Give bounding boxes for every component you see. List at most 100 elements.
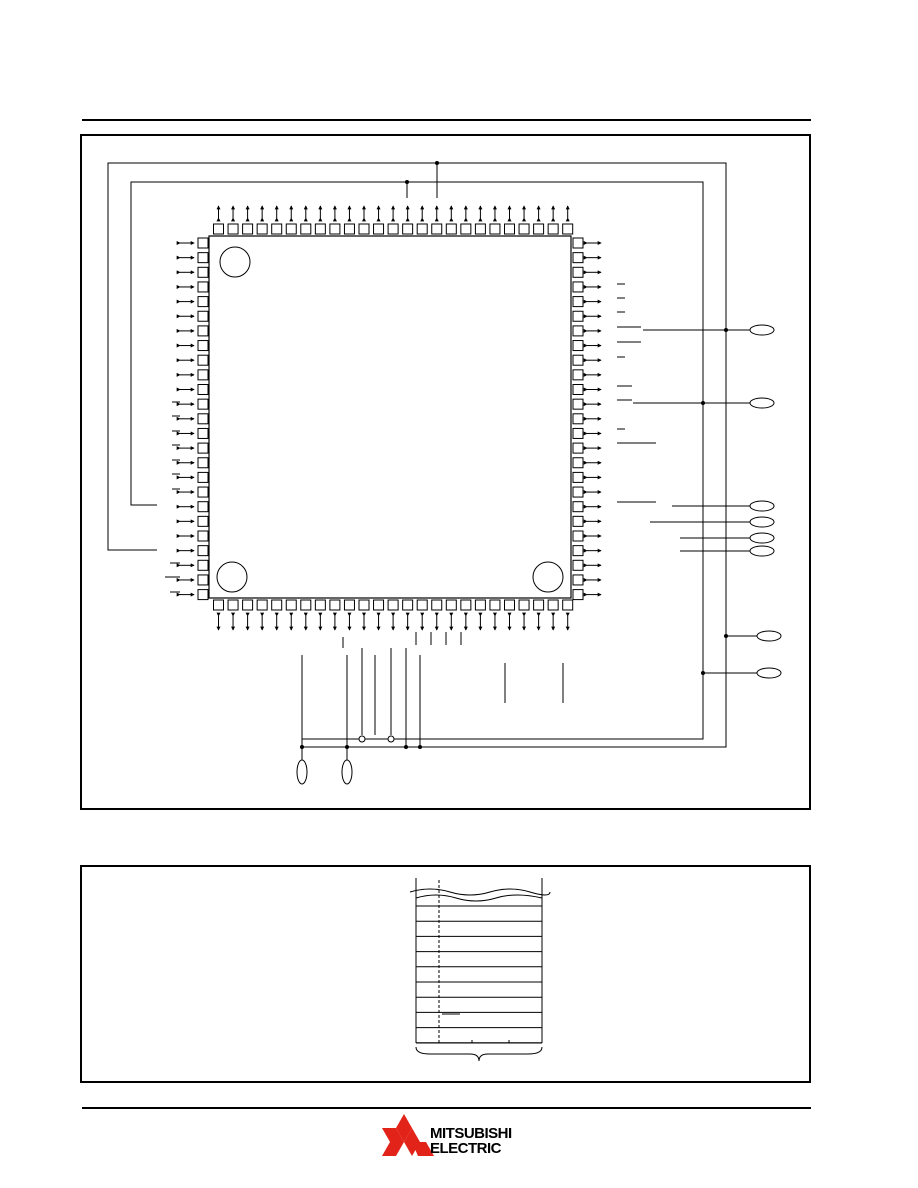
- pin-right: [572, 574, 584, 586]
- memory-map: [409, 878, 551, 1062]
- pin-left: [197, 413, 209, 425]
- pin-right: [572, 296, 584, 308]
- pin-left: [197, 442, 209, 454]
- pin-top: [358, 223, 370, 235]
- pin-top: [489, 223, 501, 235]
- pin-left: [197, 384, 209, 395]
- pin-bottom: [242, 599, 254, 611]
- pin-left: [197, 486, 209, 498]
- pins-bottom: [213, 599, 574, 631]
- pin-bottom: [416, 599, 428, 611]
- pin-bottom: [213, 599, 224, 611]
- pin-right: [572, 427, 584, 439]
- pin1-index-mark: [219, 246, 251, 278]
- index-mark-bottom-right: [532, 561, 564, 593]
- pin-left: [197, 589, 209, 601]
- pin-right: [572, 545, 584, 557]
- pin-left: [197, 252, 209, 264]
- pin-left: [197, 369, 209, 381]
- pin-bottom: [533, 599, 545, 611]
- pin-bottom: [474, 599, 486, 611]
- pin-left: [197, 237, 209, 249]
- pin-top: [343, 223, 355, 235]
- connection-lines: [107, 162, 757, 760]
- pin-top: [533, 223, 545, 235]
- pin-top: [431, 223, 443, 235]
- pin-right: [572, 413, 584, 425]
- memory-rows: [416, 905, 542, 1044]
- pin-bottom: [300, 599, 312, 611]
- pin-bottom: [402, 599, 414, 611]
- memory-map-figure-frame: [80, 865, 811, 1083]
- pin-left: [197, 545, 209, 557]
- pin-right: [572, 442, 584, 454]
- pin-bottom: [373, 599, 385, 611]
- pin-right: [572, 589, 584, 601]
- break-wave: [409, 888, 551, 896]
- pin-top: [285, 223, 297, 235]
- signal-overbars: [165, 283, 656, 703]
- pin-top: [445, 223, 457, 235]
- pin-bottom: [445, 599, 457, 611]
- pin-left: [197, 471, 209, 483]
- pin-left: [197, 457, 209, 469]
- open-junctions: [358, 735, 395, 743]
- pin-right: [572, 486, 584, 498]
- pin-top: [242, 223, 254, 235]
- pin-bottom: [547, 599, 559, 611]
- pin-left: [197, 530, 209, 542]
- pin-right: [572, 530, 584, 542]
- chip-body: [208, 235, 572, 599]
- pin-top: [314, 223, 326, 235]
- pin-bottom: [227, 599, 239, 611]
- pin-right: [572, 281, 584, 293]
- pin-top: [213, 223, 224, 235]
- bit-brace: [415, 1046, 543, 1062]
- pin-bottom: [285, 599, 297, 611]
- pin-top: [387, 223, 399, 235]
- pin-bottom: [314, 599, 326, 611]
- pin-right: [572, 252, 584, 264]
- pin-bottom: [256, 599, 268, 611]
- signal-terminals: [296, 324, 782, 785]
- pin-top: [547, 223, 559, 235]
- pin-right: [572, 325, 584, 337]
- pin-left: [197, 427, 209, 439]
- pin-right: [572, 559, 584, 571]
- pin-right: [572, 340, 584, 352]
- logo-line-1: MITSUBISHI: [430, 1125, 512, 1142]
- pin-right: [572, 457, 584, 469]
- pin-right: [572, 398, 584, 410]
- pin-right: [572, 384, 584, 395]
- pin-bottom: [504, 599, 515, 611]
- pins-top: [213, 205, 574, 235]
- pin-bottom: [343, 599, 355, 611]
- pin-top: [227, 223, 239, 235]
- pin-bottom: [431, 599, 443, 611]
- chip-package: [176, 205, 602, 631]
- pin-bottom: [358, 599, 370, 611]
- pin-left: [197, 310, 209, 322]
- pin-top: [474, 223, 486, 235]
- pin-bottom: [518, 599, 530, 611]
- pin-left: [197, 296, 209, 308]
- logo-line-2: ELECTRIC: [430, 1140, 501, 1157]
- pin-left: [197, 340, 209, 352]
- pin-top: [416, 223, 428, 235]
- pin-top: [518, 223, 530, 235]
- mitsubishi-electric-logo: MITSUBISHI ELECTRIC: [430, 1126, 512, 1156]
- pin-top: [562, 223, 574, 235]
- pin-top: [460, 223, 472, 235]
- pin-right: [572, 369, 584, 381]
- pin-left: [197, 574, 209, 586]
- pin-bottom: [562, 599, 574, 611]
- pins-right: [572, 237, 602, 601]
- pin-right: [572, 266, 584, 278]
- pin-left: [197, 501, 209, 513]
- pin-left: [197, 354, 209, 366]
- pin-top: [256, 223, 268, 235]
- pin-top: [402, 223, 414, 235]
- pin-left: [197, 281, 209, 293]
- pin-bottom: [329, 599, 341, 611]
